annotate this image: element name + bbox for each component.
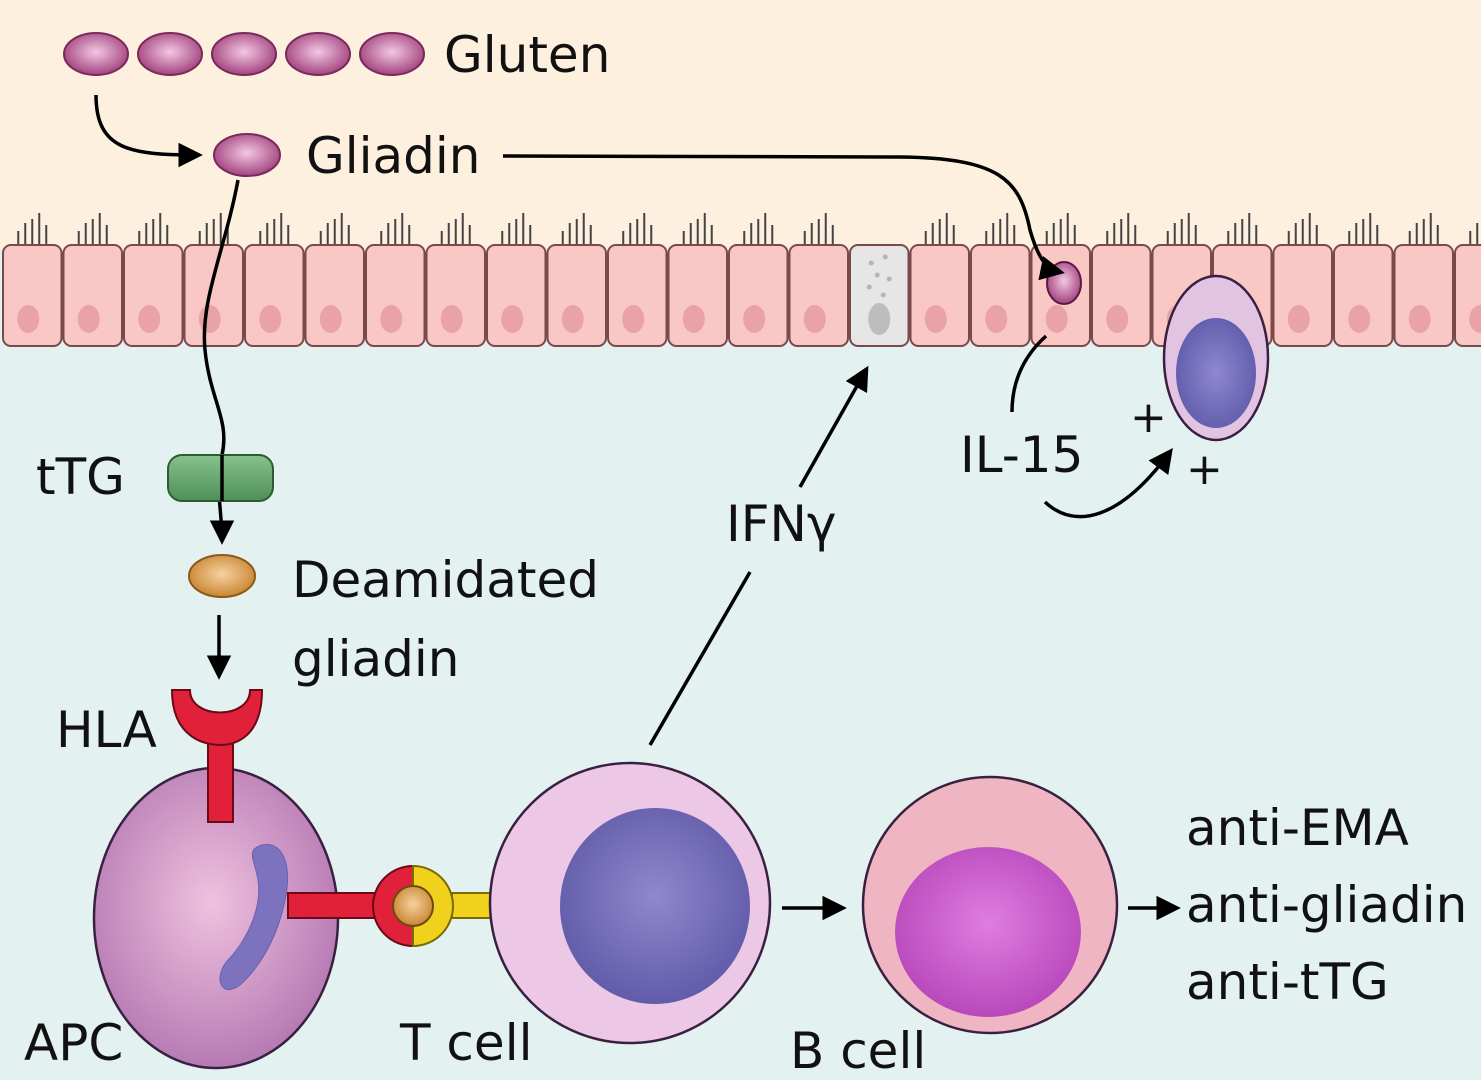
deamidated-label-line1: Deamidated (292, 551, 599, 609)
deamidated-gliadin-molecule (188, 554, 256, 598)
enterocyte (1091, 213, 1152, 347)
t-cell-label: T cell (399, 1014, 532, 1072)
ifn-gamma-label: IFNγ (726, 495, 837, 553)
enterocyte (788, 213, 849, 347)
antibody-anti-gliadin: anti-gliadin (1186, 876, 1467, 934)
enterocyte (909, 213, 970, 347)
il15-to-iel-arrow (1043, 448, 1173, 519)
enterocyte (970, 213, 1031, 347)
apc-label: APC (24, 1014, 123, 1072)
enterocyte (486, 213, 547, 347)
deamidated-label-line2: gliadin (292, 630, 459, 688)
il15-release-line (1010, 334, 1048, 413)
ifn-to-epithelium-arrow (798, 365, 869, 488)
enterocyte (183, 213, 244, 347)
gluten-chain (63, 32, 425, 76)
enterocyte (728, 213, 789, 347)
b-cell-nucleus (895, 847, 1081, 1017)
gliadin-to-epithelium-arrow (502, 154, 1065, 281)
goblet-cell (849, 244, 910, 347)
enterocyte (546, 213, 607, 347)
enterocyte (365, 213, 426, 347)
gliadin-molecule (213, 133, 281, 177)
tcell-to-ifn-line (648, 571, 752, 746)
ttg-label: tTG (36, 448, 125, 506)
hla-label: HLA (56, 701, 157, 759)
gluten-label: Gluten (444, 26, 610, 84)
apc-nucleus (219, 844, 289, 991)
plus-sign-lower: + (1186, 444, 1223, 495)
enterocyte (425, 213, 486, 347)
enterocyte (1454, 223, 1481, 347)
enterocyte (62, 213, 123, 347)
enterocyte (1393, 213, 1454, 347)
t-cell-nucleus (560, 808, 750, 1004)
intraepithelial-lymphocyte-nucleus (1176, 318, 1256, 428)
antibody-anti-ema: anti-EMA (1186, 799, 1409, 857)
enterocyte (304, 213, 365, 347)
plus-sign-upper: + (1130, 392, 1167, 443)
enterocyte (1333, 213, 1394, 347)
enterocyte (607, 213, 668, 347)
enterocyte (1272, 213, 1333, 347)
hla-receptor (170, 689, 264, 823)
enterocyte (2, 213, 63, 347)
gluten-to-gliadin-arrow (94, 94, 203, 168)
il15-label: IL-15 (960, 426, 1083, 484)
enterocyte (123, 213, 184, 347)
enterocyte (244, 213, 305, 347)
b-cell-label: B cell (790, 1022, 926, 1080)
epithelial-layer (2, 213, 1481, 442)
enterocyte (667, 213, 728, 347)
antibody-anti-ttg: anti-tTG (1186, 953, 1389, 1011)
gliadin-label: Gliadin (306, 127, 481, 185)
